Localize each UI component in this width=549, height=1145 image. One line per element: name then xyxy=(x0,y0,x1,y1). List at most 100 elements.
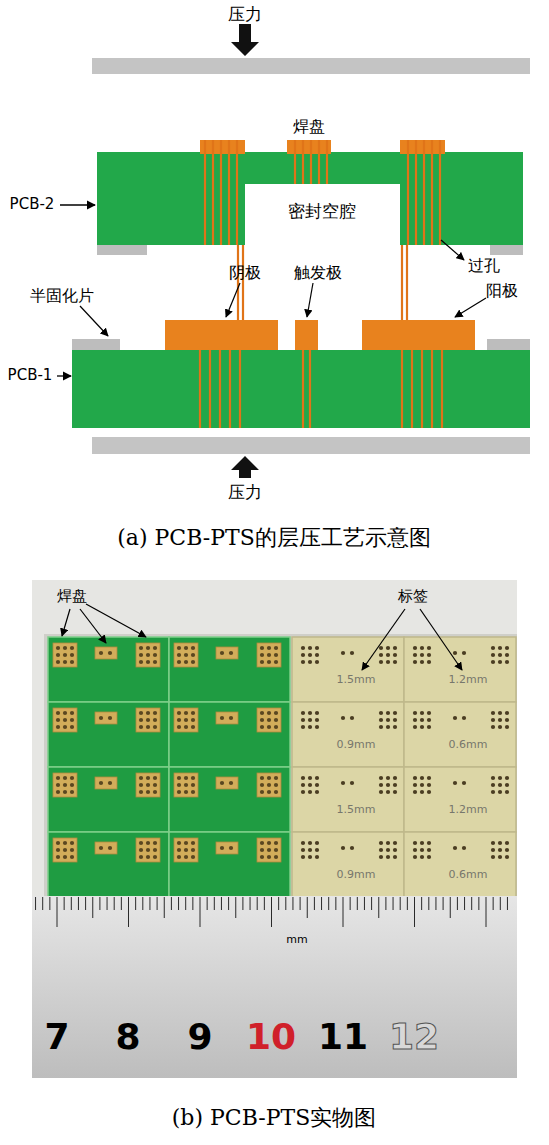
leader-arrow xyxy=(86,604,146,637)
via xyxy=(294,140,296,184)
board-label: PCB-1 xyxy=(8,367,53,384)
via-hole xyxy=(308,653,312,657)
via-hole xyxy=(498,783,502,787)
leader-arrow xyxy=(60,204,95,205)
solder-pad xyxy=(53,643,77,667)
via-hole xyxy=(301,718,305,722)
via-hole xyxy=(153,783,157,787)
ruler-tick xyxy=(278,897,279,910)
via-hole xyxy=(260,783,264,787)
via-hole xyxy=(139,653,143,657)
via-hole xyxy=(153,646,157,650)
ruler-number: 12 xyxy=(389,1016,439,1057)
via-hole xyxy=(301,725,305,729)
ruler-tick xyxy=(393,897,394,910)
via-hole xyxy=(462,846,466,850)
via-hole xyxy=(379,855,383,859)
via-hole xyxy=(308,718,312,722)
via-hole xyxy=(139,660,143,664)
solder-pad xyxy=(53,708,77,732)
ruler-tick xyxy=(507,897,508,910)
via-hole xyxy=(153,660,157,664)
ruler-tick xyxy=(335,897,336,910)
ruler-tick xyxy=(307,897,308,918)
via-hole xyxy=(63,790,67,794)
via-hole xyxy=(498,646,502,650)
via-hole xyxy=(146,855,150,859)
via xyxy=(401,245,403,320)
via-hole xyxy=(505,855,509,859)
via-hole xyxy=(177,660,181,664)
ruler-number: 8 xyxy=(115,1016,140,1057)
via-hole xyxy=(56,783,60,787)
via-hole xyxy=(386,718,390,722)
pcb-sample xyxy=(48,702,169,767)
via-hole xyxy=(184,725,188,729)
solder-pad xyxy=(200,140,245,154)
pcb-sample xyxy=(292,832,404,897)
via xyxy=(229,350,231,428)
pcb-board xyxy=(72,350,530,428)
via-hole xyxy=(386,855,390,859)
via-hole xyxy=(491,855,495,859)
via-hole xyxy=(63,653,67,657)
via-hole xyxy=(505,841,509,845)
ruler-tick xyxy=(99,897,100,910)
via-hole xyxy=(184,855,188,859)
via-hole xyxy=(420,718,424,722)
ruler-tick xyxy=(214,897,215,910)
leader-arrow xyxy=(80,609,106,643)
via-hole xyxy=(139,783,143,787)
ruler-tick xyxy=(428,897,429,910)
via-hole xyxy=(274,783,278,787)
via-hole xyxy=(146,776,150,780)
via-hole xyxy=(379,841,383,845)
via-hole xyxy=(146,718,150,722)
ruler-tick xyxy=(207,897,208,910)
via-hole xyxy=(184,646,188,650)
via-hole xyxy=(386,790,390,794)
via-hole xyxy=(274,790,278,794)
via-hole xyxy=(177,855,181,859)
via-hole xyxy=(56,718,60,722)
via-hole xyxy=(274,841,278,845)
via-hole xyxy=(315,790,319,794)
leader-arrow xyxy=(62,609,70,636)
via-hole xyxy=(420,841,424,845)
pcb-sample xyxy=(169,832,290,897)
via-hole xyxy=(420,855,424,859)
via-hole xyxy=(139,848,143,852)
via-hole xyxy=(498,660,502,664)
via-hole xyxy=(146,660,150,664)
part-label: 标签 xyxy=(398,588,428,605)
via-hole xyxy=(139,646,143,650)
via-hole xyxy=(177,646,181,650)
via-hole xyxy=(274,653,278,657)
via-hole xyxy=(63,783,67,787)
via xyxy=(406,245,408,320)
pcb-sample xyxy=(169,637,290,702)
board-tag: 1.2mm xyxy=(449,804,488,817)
solder-pad xyxy=(257,838,281,862)
via-hole xyxy=(505,660,509,664)
via xyxy=(318,140,320,184)
via xyxy=(209,350,211,428)
ruler-tick xyxy=(164,897,165,918)
via xyxy=(199,350,201,428)
figure-caption: (a) PCB-PTS的层压工艺示意图 xyxy=(117,525,430,550)
via-hole xyxy=(350,846,354,850)
via-hole xyxy=(308,783,312,787)
board-panel xyxy=(48,637,516,897)
via-hole xyxy=(315,841,319,845)
via xyxy=(212,140,214,245)
ruler-tick xyxy=(486,897,487,927)
via-hole xyxy=(301,848,305,852)
via-hole xyxy=(177,841,181,845)
press-plate xyxy=(92,437,530,454)
via-hole xyxy=(56,841,60,845)
via-hole xyxy=(413,776,417,780)
solder-pad xyxy=(136,838,160,862)
ruler-number: 7 xyxy=(44,1016,69,1057)
